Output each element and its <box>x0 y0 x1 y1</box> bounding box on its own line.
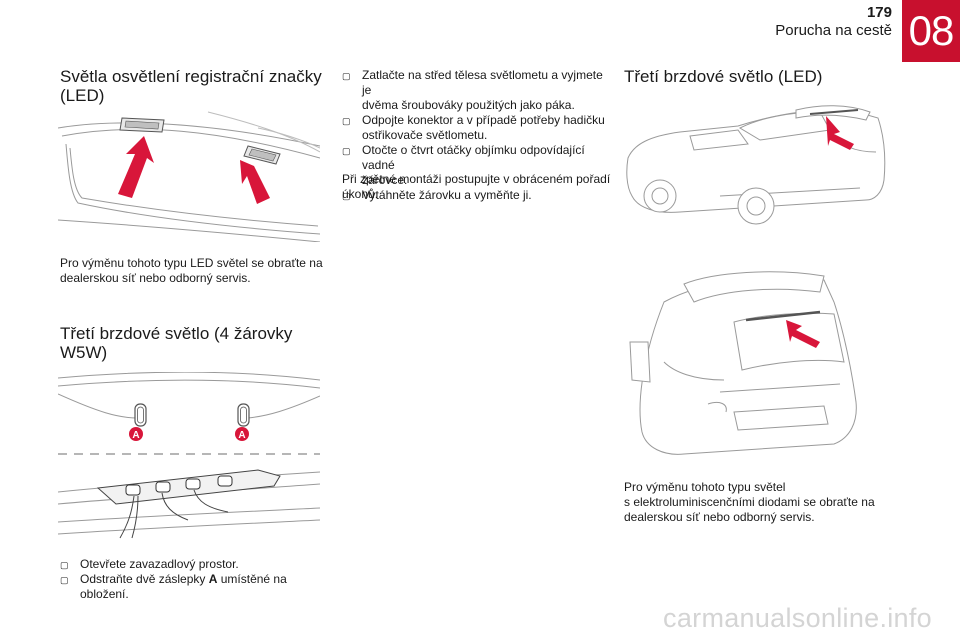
brake-light-bulbs-illustration: A A <box>58 372 320 544</box>
callout-a-left: A <box>132 430 139 441</box>
led-brake-light-text: Pro výměnu tohoto typu světel s elektrol… <box>624 480 875 524</box>
square-bullet-icon: ▢ <box>342 116 351 126</box>
list-item: ▢ Zatlačte na střed tělesa světlometu a … <box>342 68 603 112</box>
reassembly-note: Při zpětné montáži postupujte v obrácené… <box>342 172 611 201</box>
red-arrow-icon <box>786 320 820 348</box>
list-item: ▢ Otočte o čtvrt otáčky objímku odpovída… <box>342 143 585 187</box>
car-rear-view-illustration <box>624 262 864 460</box>
square-bullet-icon: ▢ <box>60 575 69 585</box>
square-bullet-icon: ▢ <box>342 146 351 156</box>
license-plate-lights-text: Pro výměnu tohoto typu LED světel se obr… <box>60 256 323 285</box>
car-rear-three-quarter-illustration <box>620 96 890 228</box>
list-item: ▢ Otevřete zavazadlový prostor. <box>60 557 239 571</box>
square-bullet-icon: ▢ <box>342 71 351 81</box>
watermark: carmanualsonline.info <box>663 603 932 633</box>
red-arrow-icon <box>118 136 270 204</box>
list-item: ▢ Odstraňte dvě záslepky A umístěné na o… <box>60 572 287 601</box>
list-item: ▢ Vytáhněte žárovku a vyměňte ji. <box>342 188 532 202</box>
list-item: ▢ Odpojte konektor a v případě potřeby h… <box>342 113 605 142</box>
chapter-name: Porucha na cestě <box>775 22 892 39</box>
chapter-tab: 08 <box>902 0 960 62</box>
section-title-brake-light-bulbs: Třetí brzdové světlo (4 žárovky W5W) <box>60 324 293 362</box>
callout-a-right: A <box>238 430 245 441</box>
section-title-brake-light-led: Třetí brzdové světlo (LED) <box>624 67 823 86</box>
square-bullet-icon: ▢ <box>342 191 351 201</box>
square-bullet-icon: ▢ <box>60 560 69 570</box>
page-number: 179 <box>866 4 892 21</box>
license-plate-lights-illustration <box>58 108 320 242</box>
red-arrow-icon <box>826 116 854 150</box>
middle-steps: ▢ Zatlačte na střed tělesa světlometu a … <box>342 68 612 203</box>
brake-light-bulbs-steps: ▢ Otevřete zavazadlový prostor. ▢ Odstra… <box>60 557 330 602</box>
section-title-license-plate-lights: Světla osvětlení registrační značky (LED… <box>60 67 322 105</box>
